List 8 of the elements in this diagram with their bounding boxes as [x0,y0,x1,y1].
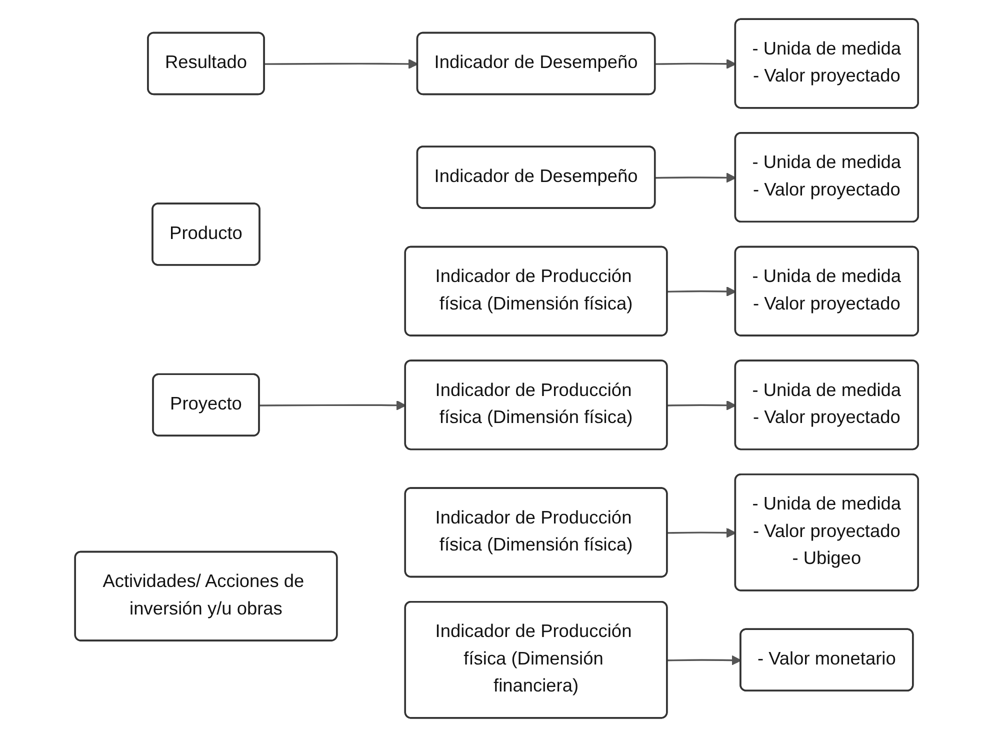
arrow [667,286,736,297]
arrow [264,58,418,69]
arrow [667,655,742,666]
arrow [259,400,406,410]
arrow [667,400,736,410]
arrow [667,528,736,538]
arrow [655,58,736,69]
arrow [655,172,736,183]
